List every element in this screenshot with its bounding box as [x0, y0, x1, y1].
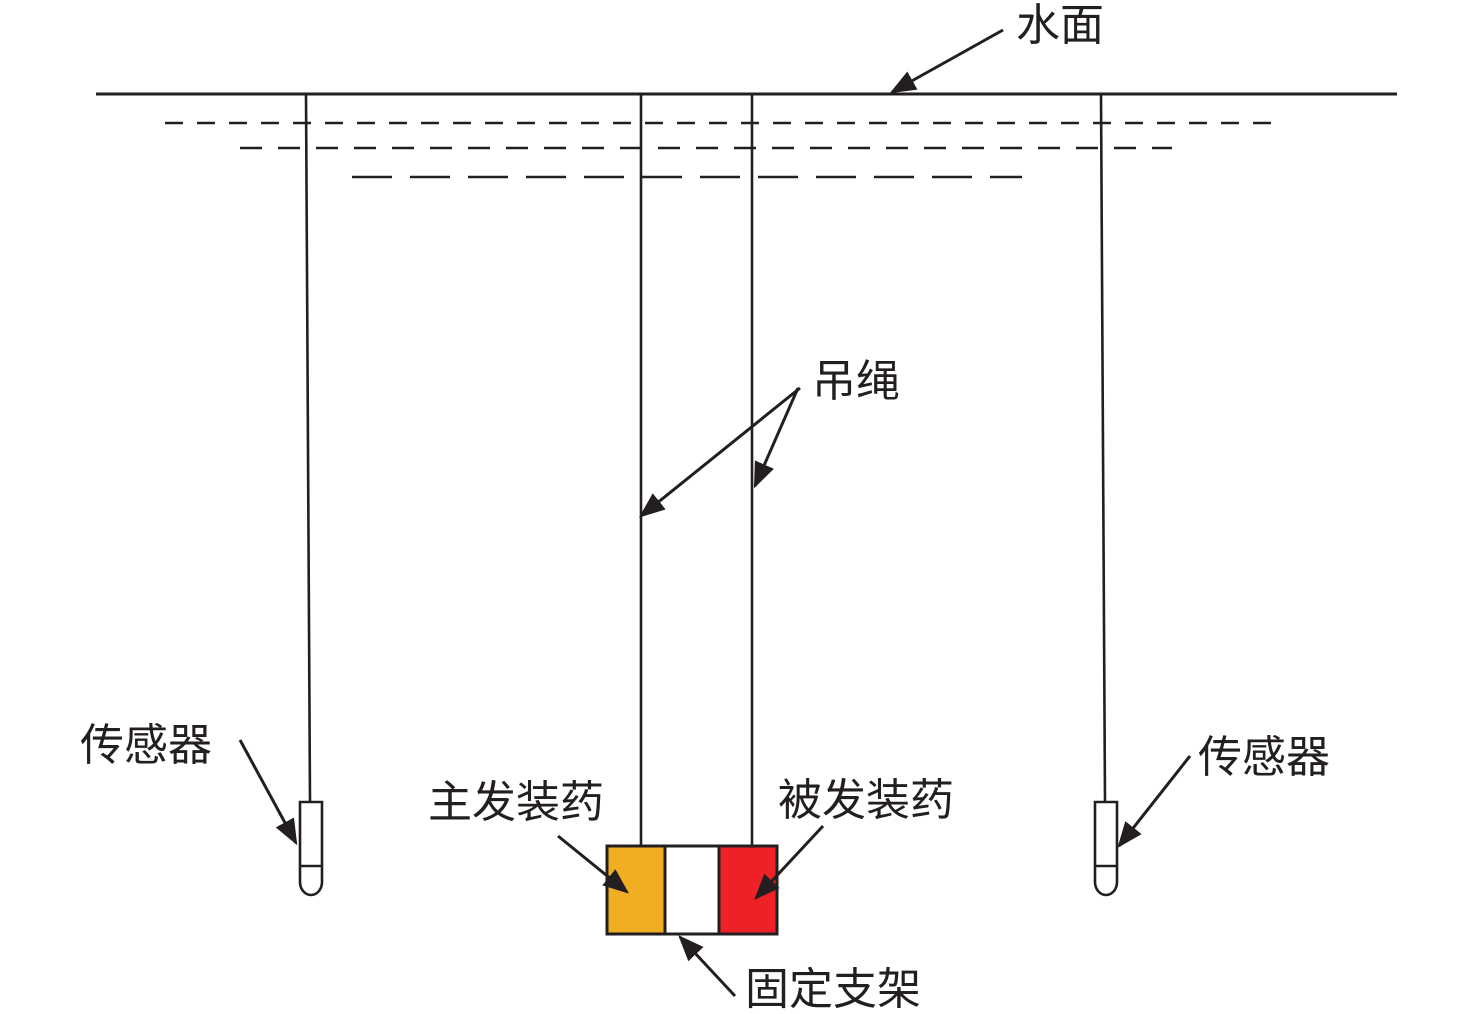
label-sensor-left: 传感器 [80, 720, 212, 771]
arrow-rope-left [638, 386, 801, 518]
rope-left-sensor [304, 93, 312, 803]
label-bracket: 固定支架 [745, 964, 921, 1014]
arrow-sensor-left [238, 739, 298, 846]
arrow-passive-charge [754, 824, 825, 900]
main-charge-block [605, 844, 667, 936]
arrow-water-surface [889, 28, 1004, 94]
label-rope: 吊绳 [812, 356, 900, 407]
arrow-rope-right [753, 387, 800, 489]
label-main-charge: 主发装药 [428, 777, 604, 828]
passive-charge-block [717, 844, 779, 936]
arrow-main-charge [557, 834, 630, 894]
label-sensor-right: 传感器 [1198, 732, 1330, 783]
sensor-right-body [1093, 800, 1119, 897]
label-water-surface: 水面 [1016, 0, 1104, 51]
arrow-sensor-right [1117, 755, 1192, 849]
sensor-left-body [298, 800, 324, 897]
fixed-bracket-block [663, 844, 721, 936]
arrow-bracket [678, 935, 737, 998]
label-passive-charge: 被发装药 [778, 775, 954, 826]
charge-assembly [605, 844, 779, 936]
rope-right-sensor [1099, 93, 1107, 803]
